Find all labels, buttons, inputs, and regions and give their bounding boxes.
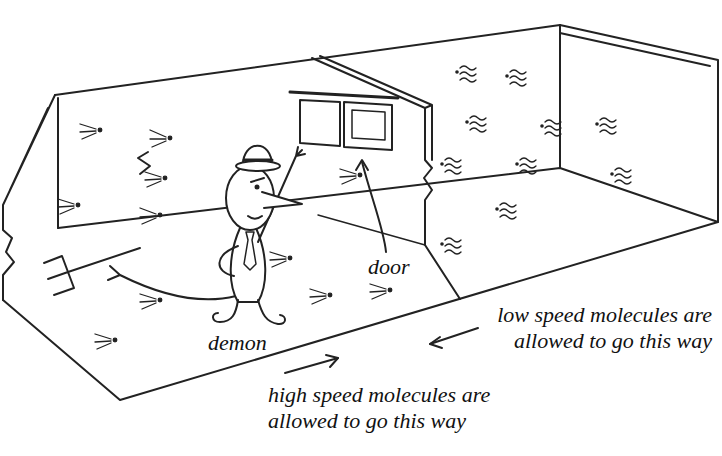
demon-right-leg xyxy=(258,300,285,324)
door-frame xyxy=(344,102,392,150)
door-rail xyxy=(290,92,398,98)
demon-brow xyxy=(251,178,264,182)
demon-label: demon xyxy=(208,330,267,356)
demon-eye xyxy=(255,185,260,190)
trident-prongs xyxy=(44,256,74,295)
high-speed-arrow-head xyxy=(326,355,338,367)
demon-nose xyxy=(262,192,302,208)
floor-outline xyxy=(3,168,718,400)
partition-wall xyxy=(312,56,460,299)
demon-mouth xyxy=(248,216,262,219)
low-speed-arrow-head xyxy=(430,337,442,348)
demon-left-leg xyxy=(213,300,238,322)
door-panel xyxy=(300,100,340,146)
demon-tie xyxy=(244,232,256,270)
wall-notch xyxy=(138,152,150,174)
low-speed-arrow xyxy=(430,328,478,344)
demon-left-arm xyxy=(219,246,238,276)
demon-hat-band xyxy=(244,159,272,162)
door-leader-head xyxy=(356,160,368,170)
high-speed-note: high speed molecules are allowed to go t… xyxy=(268,382,540,434)
partition-base xyxy=(318,215,425,245)
door-opening xyxy=(352,110,385,140)
slow-molecule-dots xyxy=(440,70,614,246)
trident-shaft xyxy=(68,248,140,272)
door-leader xyxy=(362,162,386,252)
fast-molecules xyxy=(58,58,392,349)
door-label: door xyxy=(368,254,410,280)
back-wall xyxy=(55,25,560,228)
demon-hat-brim xyxy=(236,161,280,171)
low-speed-note: low speed molecules are allowed to go th… xyxy=(487,302,712,354)
right-wall xyxy=(560,25,718,222)
slow-molecules xyxy=(445,66,631,254)
left-wall xyxy=(3,95,55,300)
demon-tail xyxy=(108,266,236,299)
